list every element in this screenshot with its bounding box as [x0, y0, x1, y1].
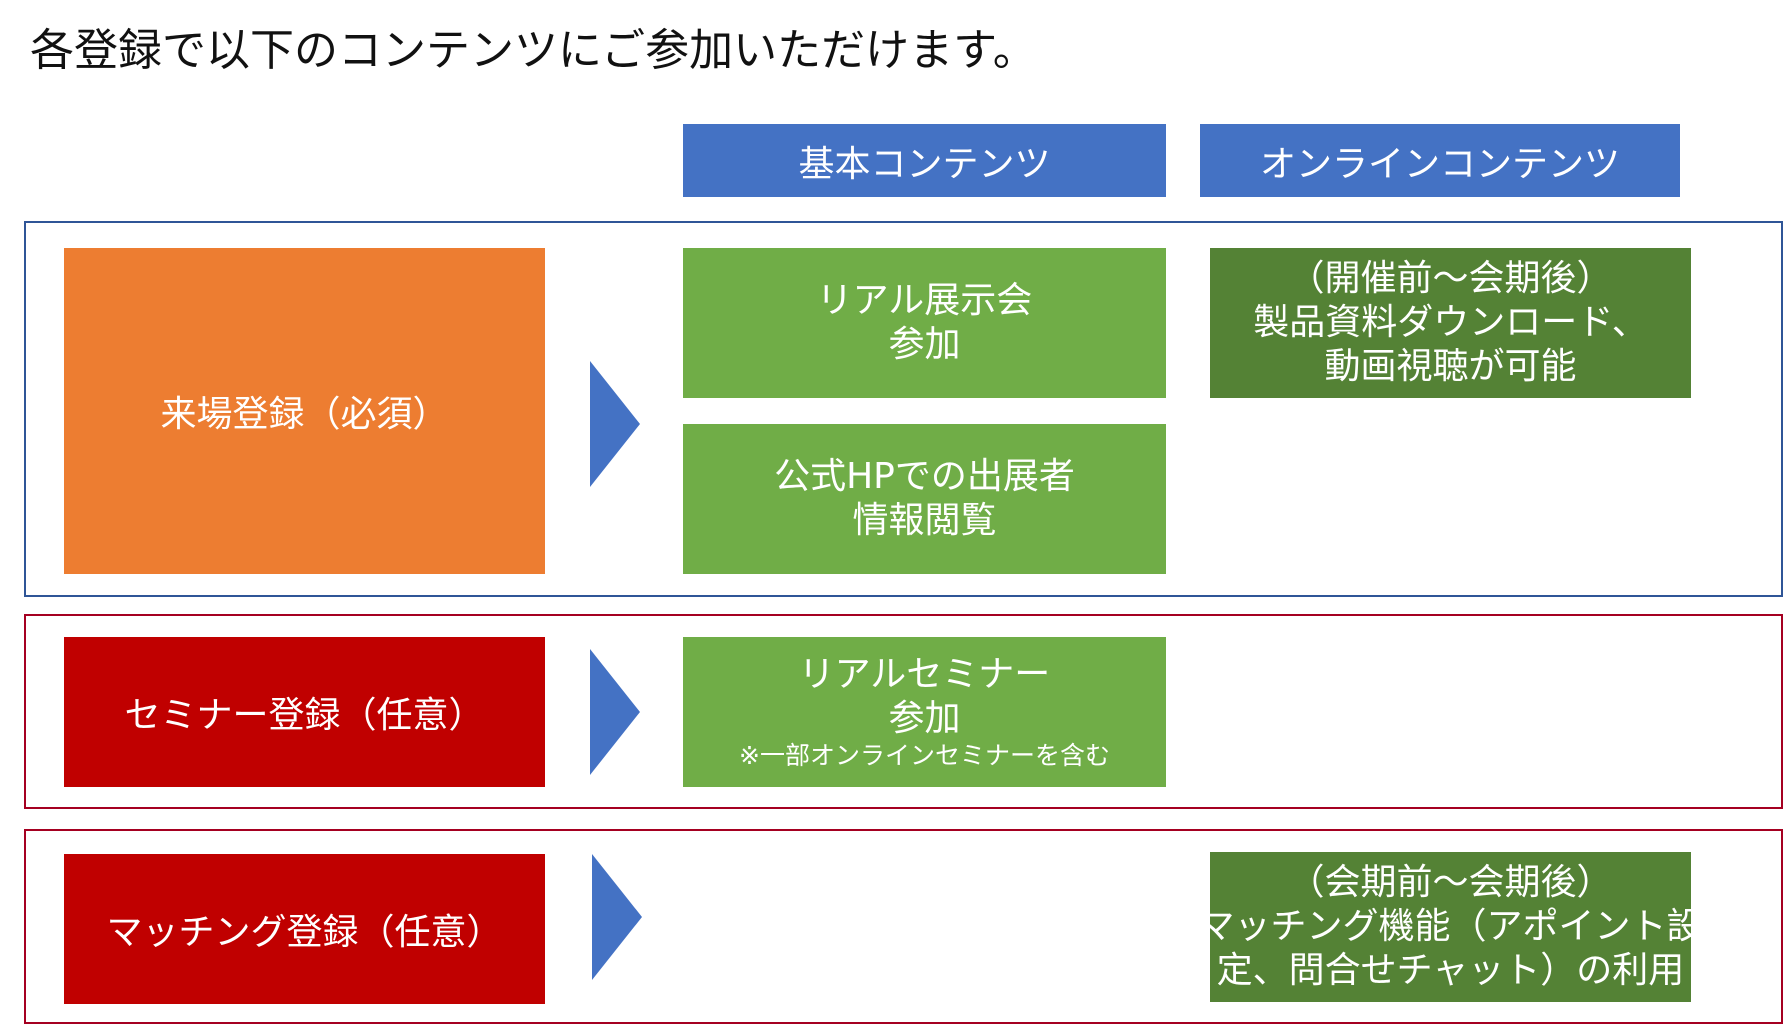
content-note: ※一部オンラインセミナーを含む [739, 741, 1110, 770]
arrow-right-icon [592, 854, 642, 980]
content-line: （会期前～会期後） [1288, 862, 1613, 903]
visitor-registration-box: 来場登録（必須） [64, 248, 545, 574]
content-line: （開催前～会期後） [1288, 258, 1613, 299]
basic-content-real-seminar: リアルセミナー 参加 ※一部オンラインセミナーを含む [683, 637, 1166, 787]
page-title: 各登録で以下のコンテンツにご参加いただけます。 [30, 25, 1037, 76]
content-line: 公式HPでの出展者 [774, 456, 1075, 497]
content-line: 定、問合せチャット）の利用 [1216, 950, 1685, 991]
arrow-right-icon [590, 649, 640, 775]
basic-content-real-exhibition: リアル展示会 参加 [683, 248, 1166, 398]
content-line: リアルセミナー [798, 654, 1051, 695]
content-line: 製品資料ダウンロード、 [1253, 302, 1648, 343]
content-line: 参加 [888, 698, 961, 739]
content-line: 情報閲覧 [852, 500, 997, 541]
matching-registration-label: マッチング登録（任意） [106, 912, 503, 953]
seminar-registration-label: セミナー登録（任意） [124, 695, 485, 736]
arrow-right-icon [590, 361, 640, 487]
online-content-matching: （会期前～会期後） マッチング機能（アポイント設 定、問合せチャット）の利用 [1199, 852, 1703, 1002]
header-basic-contents: 基本コンテンツ [683, 124, 1166, 197]
content-line: マッチング機能（アポイント設 [1198, 906, 1703, 947]
online-content-downloads: （開催前～会期後） 製品資料ダウンロード、 動画視聴が可能 [1210, 248, 1691, 398]
header-online-contents: オンラインコンテンツ [1200, 124, 1680, 197]
seminar-registration-box: セミナー登録（任意） [64, 637, 545, 787]
content-line: リアル展示会 [816, 280, 1033, 321]
content-line: 参加 [888, 324, 961, 365]
visitor-registration-label: 来場登録（必須） [160, 394, 449, 435]
basic-content-exhibitor-info: 公式HPでの出展者 情報閲覧 [683, 424, 1166, 574]
matching-registration-box: マッチング登録（任意） [64, 854, 545, 1004]
content-line: 動画視聴が可能 [1324, 346, 1577, 387]
